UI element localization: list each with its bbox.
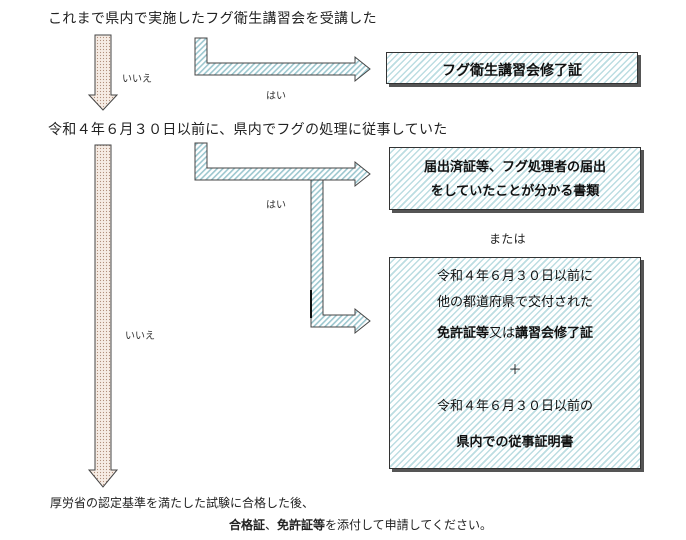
right-arrow-yes-2	[194, 142, 371, 188]
right-arrow-yes-1	[194, 37, 371, 83]
label-yes-2: はい	[266, 200, 286, 211]
right-arrow-branch	[310, 179, 371, 335]
footer-license: 免許証等	[277, 518, 326, 532]
footer-pass-cert: 合格証	[229, 518, 266, 532]
box3-line5: 県内での従事証明書	[456, 435, 574, 450]
footer-rest: を添付して申請してください。	[325, 518, 492, 532]
box3-or-text: 又は	[488, 326, 515, 341]
label-no-2: いいえ	[125, 331, 155, 342]
down-arrow-no-1	[87, 34, 119, 111]
box3-line1: 令和４年６月３０日以前に	[436, 269, 593, 284]
box3-plus: ＋	[508, 363, 522, 378]
box3-line3: 免許証等又は講習会修了証	[390, 316, 640, 352]
question-1: これまで県内で実施したフグ衛生講習会を受講した	[48, 11, 377, 27]
footer-line-1: 厚労省の認定基準を満たした試験に合格した後、	[50, 496, 315, 510]
question-2: 令和４年６月３０日以前に、県内でフグの処理に従事していた	[48, 122, 448, 138]
footer-sep: 、	[265, 518, 278, 532]
box1-text: フグ衛生講習会修了証	[442, 63, 582, 79]
label-yes-1: はい	[266, 91, 286, 102]
box3-line4: 令和４年６月３０日以前の	[436, 399, 593, 414]
box3-line2: 他の都道府県で交付された	[436, 295, 593, 310]
box3-course-text: 講習会修了証	[515, 326, 594, 341]
box-course-certificate: フグ衛生講習会修了証	[386, 52, 638, 84]
box2-line2: をしていたことが分かる書類	[430, 184, 600, 199]
box-other-prefecture-documents: 令和４年６月３０日以前に 他の都道府県で交付された 免許証等又は講習会修了証 ＋…	[389, 257, 641, 469]
box3-license-text: 免許証等	[436, 326, 489, 341]
box2-line1: 届出済証等、フグ処理者の届出	[423, 160, 606, 175]
label-no-1: いいえ	[122, 74, 152, 85]
label-or: または	[489, 232, 526, 246]
down-arrow-no-2	[87, 144, 119, 488]
footer-line-2: 合格証、免許証等を添付して申請してください。	[229, 516, 492, 533]
box-notification-documents: 届出済証等、フグ処理者の届出 をしていたことが分かる書類	[389, 147, 641, 210]
